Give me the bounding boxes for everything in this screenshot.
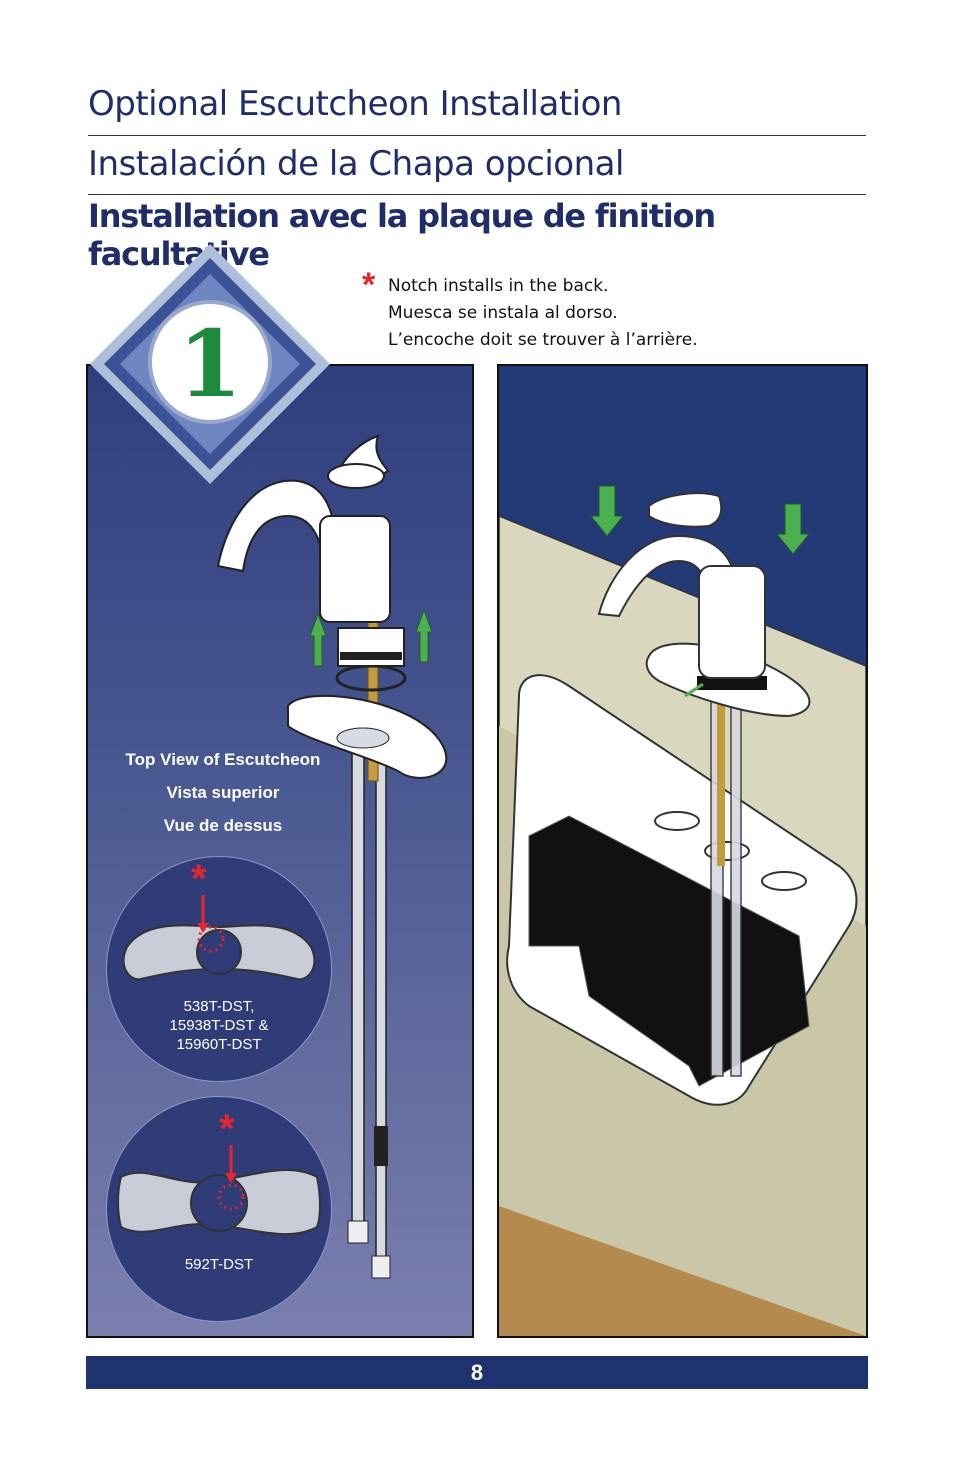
escutcheon-top-view-592t: * 592T-DST xyxy=(106,1096,332,1322)
notch-marker-icon: * xyxy=(362,266,376,304)
arrow-up-icon xyxy=(415,608,433,663)
disassembled-view-panel xyxy=(86,364,474,1338)
model-label-538t: 538T-DST, 15938T-DST & 15960T-DST xyxy=(169,998,269,1053)
page-number: 8 xyxy=(470,1360,484,1385)
arrow-up-icon xyxy=(309,612,327,667)
escutcheon-top-view-icon xyxy=(122,895,316,981)
title-divider xyxy=(88,194,866,195)
model-label-592t: 592T-DST xyxy=(184,1256,254,1273)
top-view-label-en: Top View of Escutcheon xyxy=(125,750,321,769)
notch-note-es: Muesca se instala al dorso. xyxy=(388,303,618,323)
title-english: Optional Escutcheon Installation xyxy=(88,84,622,124)
page-footer-bar xyxy=(86,1356,868,1389)
step-badge: 1 xyxy=(90,244,330,484)
notch-marker-icon: * xyxy=(191,857,207,901)
title-divider xyxy=(88,135,866,136)
notch-note: Notch installs in the back. Muesca se in… xyxy=(388,273,698,354)
escutcheon-top-view-538t: * 538T-DST, 15938T-DST & 15960T-DST xyxy=(106,856,332,1082)
faucet-installed-illustration xyxy=(499,485,866,1336)
escutcheon-top-view-icon xyxy=(117,1145,321,1236)
notch-marker-icon: * xyxy=(219,1107,235,1151)
arrow-down-icon xyxy=(589,485,625,537)
title-french: Installation avec la plaque de finition … xyxy=(88,197,716,273)
alignment-arrow-icon xyxy=(684,682,704,698)
installed-view-panel xyxy=(497,364,868,1338)
step-number: 1 xyxy=(178,310,242,418)
notch-note-en: Notch installs in the back. xyxy=(388,276,609,296)
title-spanish: Instalación de la Chapa opcional xyxy=(88,144,624,184)
top-view-label-fr: Vue de dessus xyxy=(163,816,283,835)
notch-note-fr: L’encoche doit se trouver à l’arrière. xyxy=(388,330,698,350)
faucet-exploded-illustration xyxy=(216,434,447,1279)
arrow-down-icon xyxy=(775,503,811,555)
top-view-label-es: Vista superior xyxy=(166,783,280,802)
